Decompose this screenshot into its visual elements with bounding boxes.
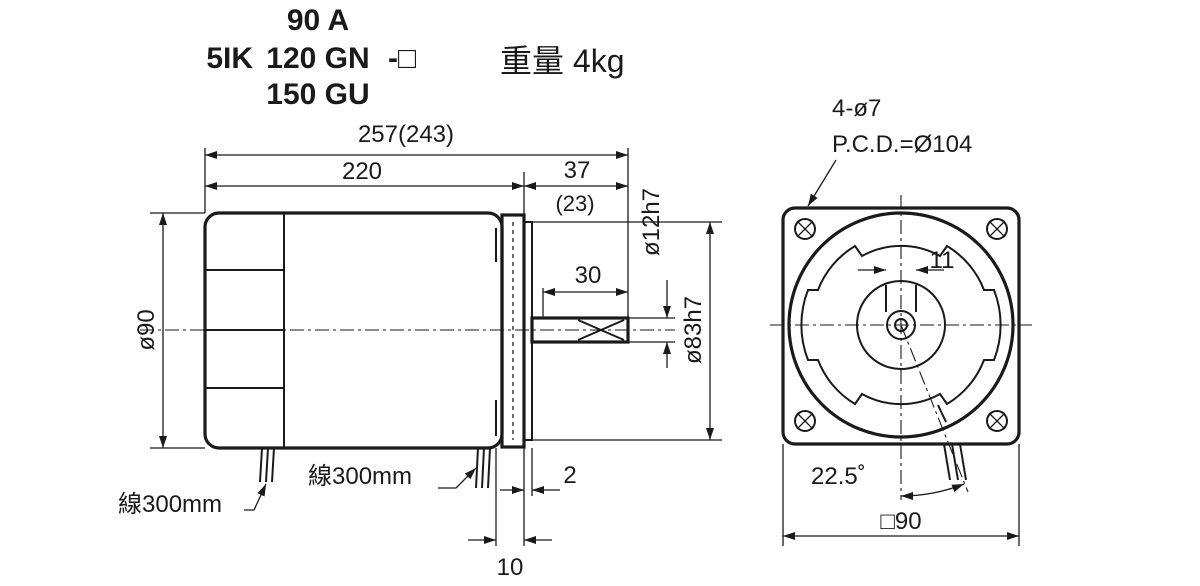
lead-wire-left-label: 線300mm	[118, 491, 222, 518]
front-lead-wire	[943, 443, 967, 481]
model-title: 90 A 5IK 120 GN -□ 150 GU 重量 4kg	[206, 4, 624, 111]
title-line-2-suffix: -□	[388, 42, 417, 75]
side-view: 257(243) 220 37 (23) 30 ø12h7 ø83h7 ø90 …	[118, 121, 722, 581]
mounting-hole-bottom-right	[986, 410, 1008, 432]
lead-wire-right	[475, 447, 491, 489]
title-line-2-prefix: 5IK	[206, 42, 253, 75]
angle-mark-line	[937, 404, 947, 423]
dim-arc-angle	[900, 483, 965, 501]
dim-shaft-length-alt: (23)	[555, 191, 594, 216]
dim-pilot-diameter: ø83h7	[680, 296, 707, 364]
dim-key-width: 11	[930, 247, 955, 274]
dim-flange-thickness: 2	[563, 462, 576, 489]
leader-lead-wire-right	[438, 467, 477, 489]
leader-lead-wire-left	[244, 483, 267, 511]
dim-key-length: 30	[575, 262, 602, 289]
dim-shaft-length: 37	[564, 157, 591, 184]
dim-square-size: □90	[880, 508, 921, 535]
front-view: 4-ø7 P.C.D.=Ø104 11 22.5˚ □90	[770, 95, 1032, 546]
title-line-2-model: 120 GN	[266, 42, 369, 75]
mounting-hole-bottom-left	[794, 410, 816, 432]
dim-angle: 22.5˚	[811, 463, 866, 490]
lead-wire-right-label: 線300mm	[308, 463, 412, 490]
title-line-3: 150 GU	[266, 78, 369, 111]
dim-holes: 4-ø7	[832, 95, 881, 122]
mounting-hole-top-left	[794, 218, 816, 240]
dim-overall-length: 257(243)	[358, 121, 454, 148]
dim-pcd: P.C.D.=Ø104	[832, 131, 972, 158]
flange-stepped-ring	[800, 244, 1002, 406]
front-view-angle-line	[900, 324, 969, 493]
dim-shaft-diameter: ø12h7	[638, 188, 665, 256]
title-line-1: 90 A	[287, 4, 349, 37]
dim-body-length: 220	[342, 158, 382, 185]
lead-wire-left	[259, 447, 275, 483]
weight-label: 重量 4kg	[500, 43, 625, 79]
dim-body-diameter: ø90	[133, 309, 160, 350]
leader-holes	[807, 159, 837, 207]
mounting-hole-top-right	[986, 218, 1008, 240]
dim-flange-width: 10	[497, 554, 524, 581]
